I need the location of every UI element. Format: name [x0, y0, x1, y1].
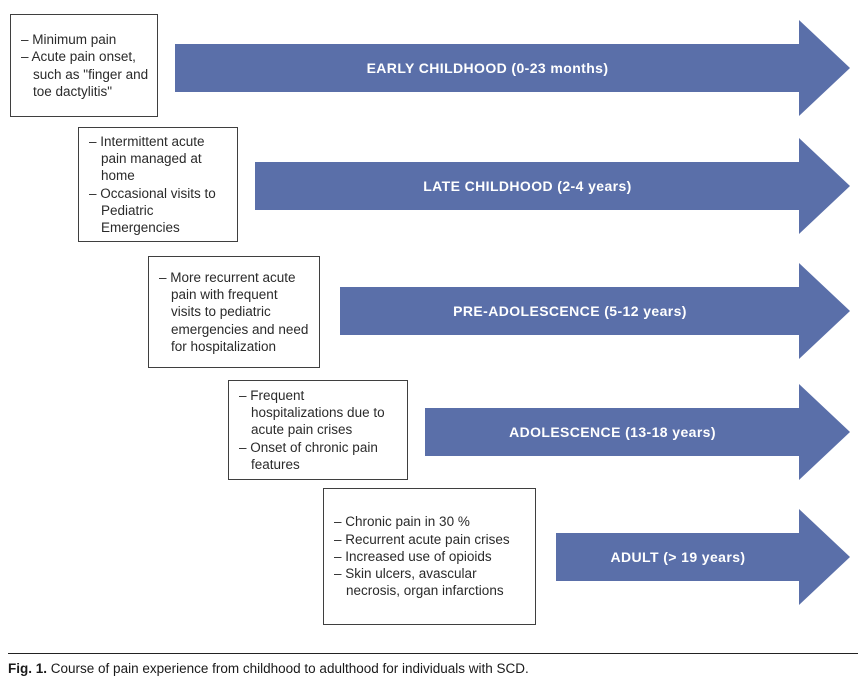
figure-caption: Fig. 1. Course of pain experience from c…	[8, 661, 854, 676]
bullet-item: – Intermittent acute pain managed at hom…	[89, 133, 205, 184]
arrow-label: PRE-ADOLESCENCE (5-12 years)	[453, 303, 687, 319]
figure-number: Fig. 1.	[8, 661, 48, 676]
bullet-item: – Skin ulcers, avascular necrosis, organ…	[334, 566, 504, 599]
bullet-item: – Increased use of opioids	[334, 548, 492, 564]
note-box-adolescence: – Frequent hospitalizations due to acute…	[228, 380, 408, 480]
stage-arrow-adult: ADULT (> 19 years)	[556, 533, 800, 581]
note-list: – More recurrent acute pain with frequen…	[159, 269, 311, 355]
bullet-item: – Chronic pain in 30 %	[334, 514, 470, 530]
arrow-label: LATE CHILDHOOD (2-4 years)	[423, 178, 632, 194]
arrow-head-icon	[799, 509, 850, 605]
bullet-item: – Onset of chronic pain features	[239, 439, 378, 472]
note-list: – Minimum pain – Acute pain onset, such …	[21, 31, 149, 100]
arrow-label: EARLY CHILDHOOD (0-23 months)	[366, 60, 609, 76]
figure-caption-text: Course of pain experience from childhood…	[50, 661, 529, 676]
bullet-item: – More recurrent acute pain with frequen…	[159, 269, 309, 354]
arrow-head-icon	[799, 384, 850, 480]
arrow-head-icon	[799, 138, 850, 234]
note-list: – Frequent hospitalizations due to acute…	[239, 387, 399, 473]
note-list: – Chronic pain in 30 % – Recurrent acute…	[334, 513, 527, 599]
stage-arrow-adolescence: ADOLESCENCE (13-18 years)	[425, 408, 800, 456]
caption-rule	[8, 653, 858, 654]
bullet-item: – Minimum pain	[21, 31, 117, 47]
note-box-adult: – Chronic pain in 30 % – Recurrent acute…	[323, 488, 536, 625]
arrow-head-icon	[799, 20, 850, 116]
bullet-item: – Acute pain onset, such as "finger and …	[21, 49, 149, 99]
note-box-early-childhood: – Minimum pain – Acute pain onset, such …	[10, 14, 158, 117]
note-box-pre-adolescence: – More recurrent acute pain with frequen…	[148, 256, 320, 368]
bullet-item: – Frequent hospitalizations due to acute…	[239, 387, 385, 438]
stage-arrow-early-childhood: EARLY CHILDHOOD (0-23 months)	[175, 44, 800, 92]
arrow-head-icon	[799, 263, 850, 359]
note-list: – Intermittent acute pain managed at hom…	[89, 133, 229, 237]
bullet-item: – Recurrent acute pain crises	[334, 531, 510, 547]
stage-arrow-pre-adolescence: PRE-ADOLESCENCE (5-12 years)	[340, 287, 800, 335]
bullet-item: – Occasional visits to Pediatric Emergen…	[89, 185, 216, 236]
note-box-late-childhood: – Intermittent acute pain managed at hom…	[78, 127, 238, 242]
stage-arrow-late-childhood: LATE CHILDHOOD (2-4 years)	[255, 162, 800, 210]
arrow-label: ADOLESCENCE (13-18 years)	[509, 424, 716, 440]
arrow-label: ADULT (> 19 years)	[610, 549, 746, 565]
